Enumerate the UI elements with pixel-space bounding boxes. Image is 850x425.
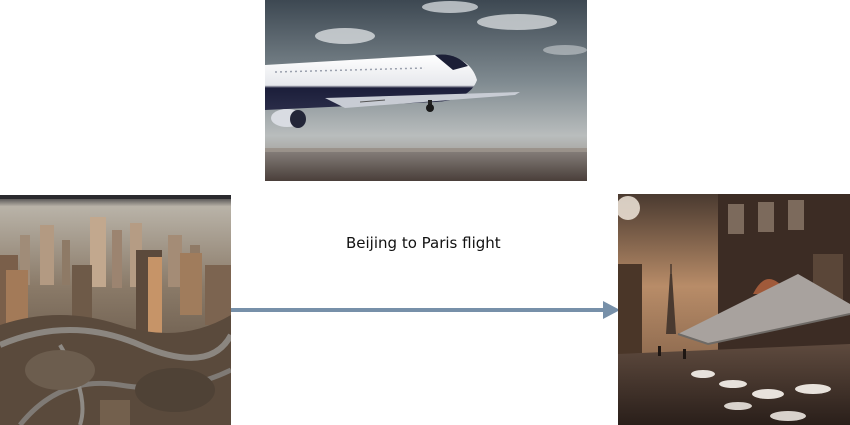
flight-caption: Beijing to Paris flight [346,234,501,252]
city-skyline-illustration [0,195,231,425]
route-arrow [231,301,620,319]
airplane-illustration [265,0,587,181]
paris-street-illustration [618,194,850,425]
